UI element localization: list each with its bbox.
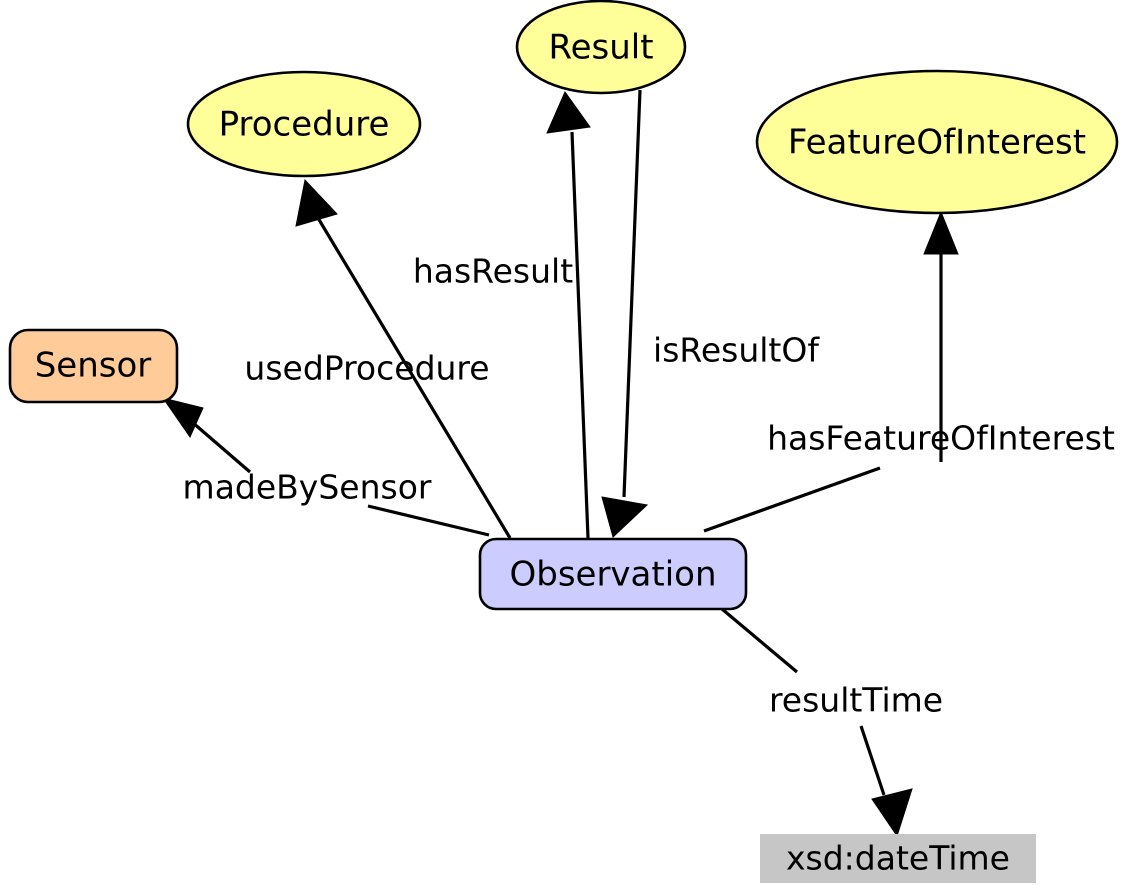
observation-label: Observation bbox=[509, 555, 716, 595]
arrow-head-resultTime bbox=[871, 788, 913, 838]
edge-isResultOf[interactable] bbox=[601, 89, 649, 538]
feature-of-interest-label: FeatureOfInterest bbox=[788, 123, 1086, 163]
arrow-head-hasResult bbox=[546, 90, 591, 134]
arrow-head-hasFeatureOfInterest bbox=[923, 210, 959, 255]
edge-line-hasFeatureOfInterest-lower bbox=[703, 466, 881, 533]
result-ellipse bbox=[515, 0, 687, 95]
node-xsd-datetime[interactable]: xsd:dateTime bbox=[760, 834, 1036, 883]
sensor-label: Sensor bbox=[35, 346, 152, 386]
arrow-head-isResultOf bbox=[601, 496, 649, 538]
sensor-rect bbox=[8, 328, 179, 404]
edge-hasFeatureOfInterest[interactable] bbox=[703, 210, 959, 533]
edge-usedProcedure[interactable] bbox=[295, 178, 512, 539]
result-label: Result bbox=[548, 28, 653, 68]
edge-label-madeBySensor: madeBySensor bbox=[183, 468, 432, 507]
edge-line-usedProcedure bbox=[316, 217, 512, 539]
edge-resultTime[interactable] bbox=[720, 607, 913, 838]
observation-rect bbox=[478, 537, 748, 611]
node-observation[interactable]: Observation bbox=[478, 537, 748, 611]
edge-label-isResultOf: isResultOf bbox=[653, 331, 820, 370]
node-procedure[interactable]: Procedure bbox=[186, 70, 422, 178]
edge-line-hasResult bbox=[570, 131, 590, 539]
procedure-ellipse bbox=[186, 70, 422, 178]
edge-label-hasFeatureOfInterest: hasFeatureOfInterest bbox=[767, 419, 1115, 458]
edge-line-resultTime-upper bbox=[720, 607, 799, 674]
procedure-label: Procedure bbox=[219, 105, 390, 145]
edge-line-isResultOf bbox=[622, 89, 642, 498]
feature-of-interest-ellipse bbox=[755, 69, 1119, 215]
node-result[interactable]: Result bbox=[515, 0, 687, 95]
node-feature-of-interest[interactable]: FeatureOfInterest bbox=[755, 69, 1119, 215]
edge-hasResult[interactable] bbox=[546, 90, 591, 539]
edge-line-resultTime-lower bbox=[859, 725, 886, 796]
edge-line-madeBySensor-upper bbox=[190, 420, 252, 474]
edge-madeBySensor[interactable] bbox=[161, 397, 490, 537]
arrow-head-usedProcedure bbox=[295, 178, 338, 227]
node-sensor[interactable]: Sensor bbox=[8, 328, 179, 404]
edge-label-usedProcedure: usedProcedure bbox=[244, 349, 489, 388]
edge-label-group: usedProcedure hasResult isResultOf hasFe… bbox=[183, 252, 1115, 720]
edge-label-resultTime: resultTime bbox=[769, 681, 943, 720]
arrow-head-madeBySensor bbox=[161, 397, 204, 439]
xsd-datetime-label: xsd:dateTime bbox=[786, 839, 1010, 878]
xsd-datetime-rect bbox=[760, 834, 1036, 883]
edge-line-madeBySensor-lower bbox=[367, 504, 490, 537]
edge-label-hasResult: hasResult bbox=[413, 252, 573, 291]
